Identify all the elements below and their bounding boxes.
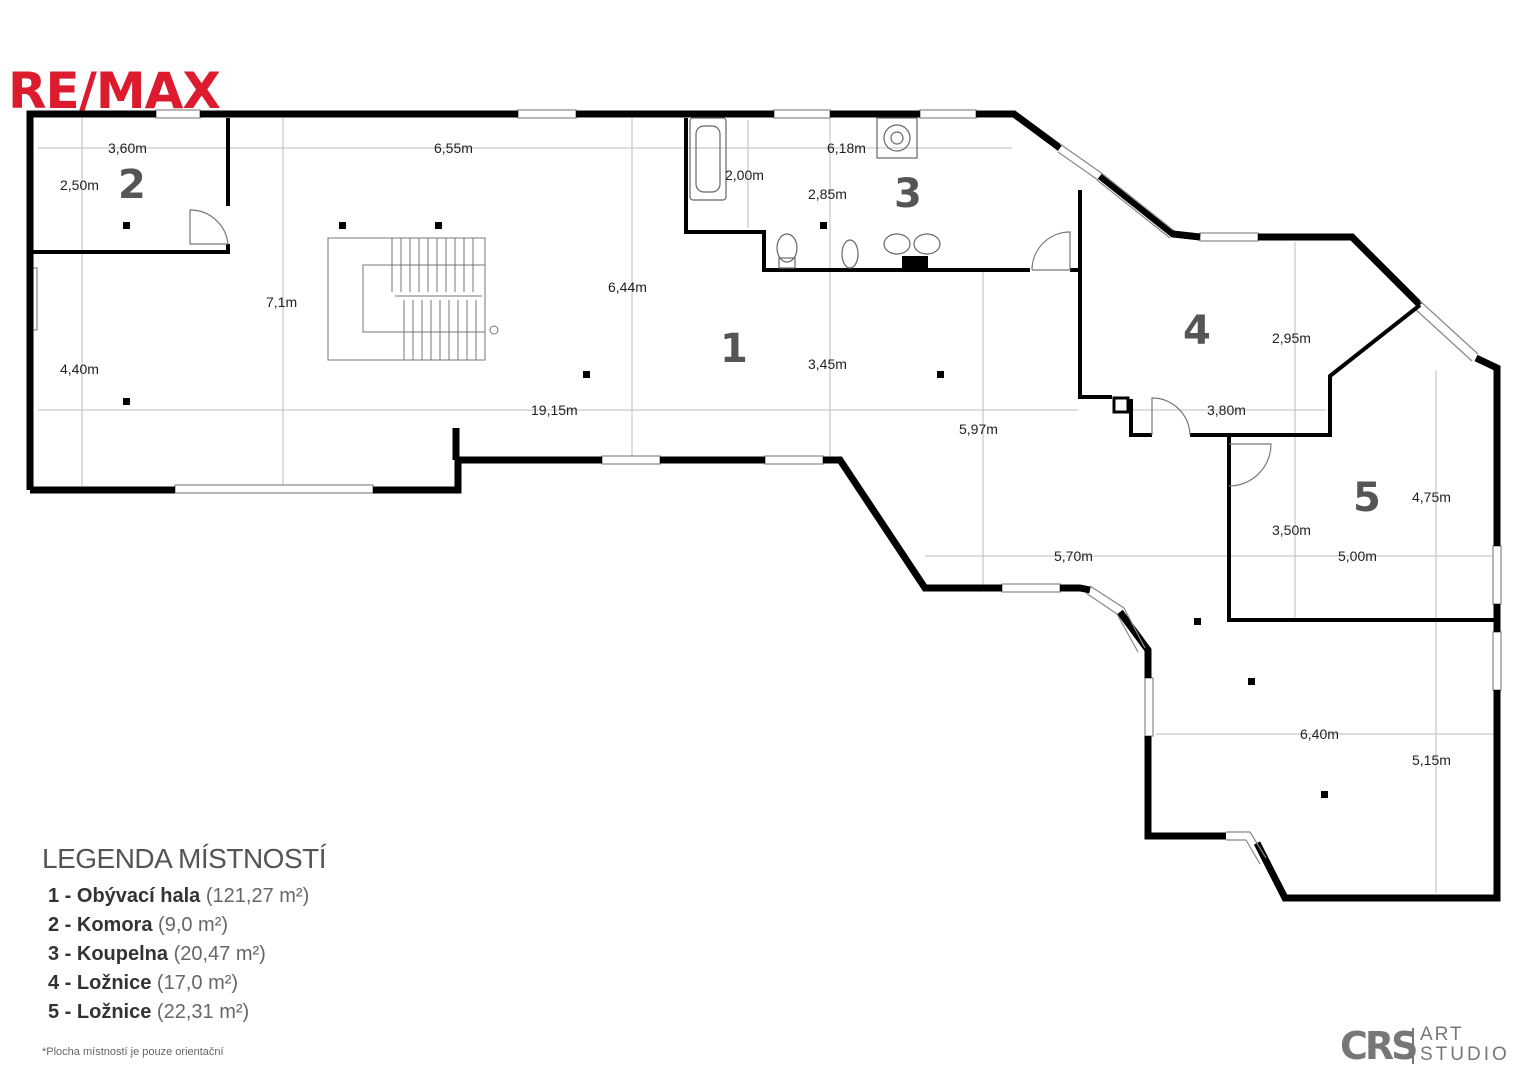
room-number-4: 4 — [1183, 308, 1211, 354]
studio-line-2: STUDIO — [1420, 1044, 1510, 1065]
room-number-1: 1 — [720, 326, 748, 372]
dimension-lines — [38, 118, 1497, 893]
legend-item-name: 3 - Koupelna — [48, 943, 169, 965]
dimension-label: 3,50m — [1272, 522, 1311, 538]
legend-item: 4 - Ložnice (17,0 m²) — [48, 972, 326, 1001]
dimension-label: 2,95m — [1272, 330, 1311, 346]
bathtub-icon — [689, 117, 727, 201]
sink-icon — [883, 233, 911, 255]
legend-item: 5 - Ložnice (22,31 m²) — [48, 1001, 326, 1030]
light-markers — [123, 222, 1328, 798]
dimension-label: 5,70m — [1054, 548, 1093, 564]
studio-divider — [1412, 1028, 1414, 1064]
dimension-label: 4,75m — [1412, 489, 1451, 505]
dimension-label: 6,18m — [827, 140, 866, 156]
legend-item-name: 4 - Ložnice — [48, 972, 152, 994]
dimension-label: 4,40m — [60, 361, 99, 377]
room-numbers: 2 1 3 4 5 — [118, 162, 1381, 521]
room-number-3: 3 — [894, 171, 922, 217]
dimension-label: 7,1m — [266, 294, 297, 310]
dimension-label: 6,55m — [434, 140, 473, 156]
dimension-label: 5,97m — [959, 421, 998, 437]
dimension-label: 3,80m — [1207, 402, 1246, 418]
legend-item-area: (17,0 m²) — [156, 972, 239, 994]
studio-monogram: CRS — [1340, 1024, 1419, 1068]
legend-item-name: 5 - Ložnice — [48, 1001, 152, 1023]
dimension-label: 3,45m — [808, 356, 847, 372]
legend-item-area: (20,47 m²) — [173, 943, 266, 965]
legend-title: LEGENDA MÍSTNOSTÍ — [42, 843, 327, 874]
bathroom-fixtures — [689, 117, 941, 270]
legend-item: 1 - Obývací hala (121,27 m²) — [48, 885, 326, 914]
windows — [28, 109, 1502, 737]
sink-icon — [913, 233, 941, 255]
legend-item-name: 2 - Komora — [48, 914, 153, 936]
dimension-label: 3,60m — [108, 140, 147, 156]
dimension-label: 19,15m — [531, 402, 578, 418]
staircase — [327, 237, 499, 361]
dimension-label: 6,40m — [1300, 726, 1339, 742]
diagonal-windows — [1057, 143, 1479, 865]
legend-item: 2 - Komora (9,0 m²) — [48, 914, 326, 943]
bidet-icon — [841, 239, 859, 269]
legend-item-name: 1 - Obývací hala — [48, 885, 201, 907]
dimension-label: 2,50m — [60, 177, 99, 193]
dimension-label: 2,00m — [725, 167, 764, 183]
area-disclaimer: *Plocha místností je pouze orientační — [42, 1046, 224, 1058]
dimension-label: 5,00m — [1338, 548, 1377, 564]
room-number-5: 5 — [1353, 475, 1381, 521]
room-number-2: 2 — [118, 162, 146, 208]
legend-item-area: (22,31 m²) — [156, 1001, 250, 1023]
legend-item-area: (121,27 m²) — [205, 885, 310, 907]
legend-item-area: (9,0 m²) — [158, 914, 229, 936]
studio-line-1: ART — [1420, 1024, 1464, 1045]
room-legend: LEGENDA MÍSTNOSTÍ 1 - Obývací hala (121,… — [42, 843, 327, 1030]
dimension-label: 2,85m — [808, 186, 847, 202]
dimension-label: 6,44m — [608, 279, 647, 295]
dimension-label: 5,15m — [1412, 752, 1451, 768]
exterior-walls — [26, 110, 1501, 902]
interior-walls — [30, 118, 1497, 622]
dimension-labels: 3,60m 2,50m 6,55m 7,1m 4,40m 6,44m 19,15… — [60, 140, 1451, 768]
legend-item: 3 - Koupelna (20,47 m²) — [48, 943, 326, 972]
studio-logo: CRS ART STUDIO — [1340, 1024, 1520, 1068]
toilet-icon — [776, 233, 798, 263]
washing-machine-icon — [876, 117, 918, 159]
doors — [189, 209, 1272, 487]
